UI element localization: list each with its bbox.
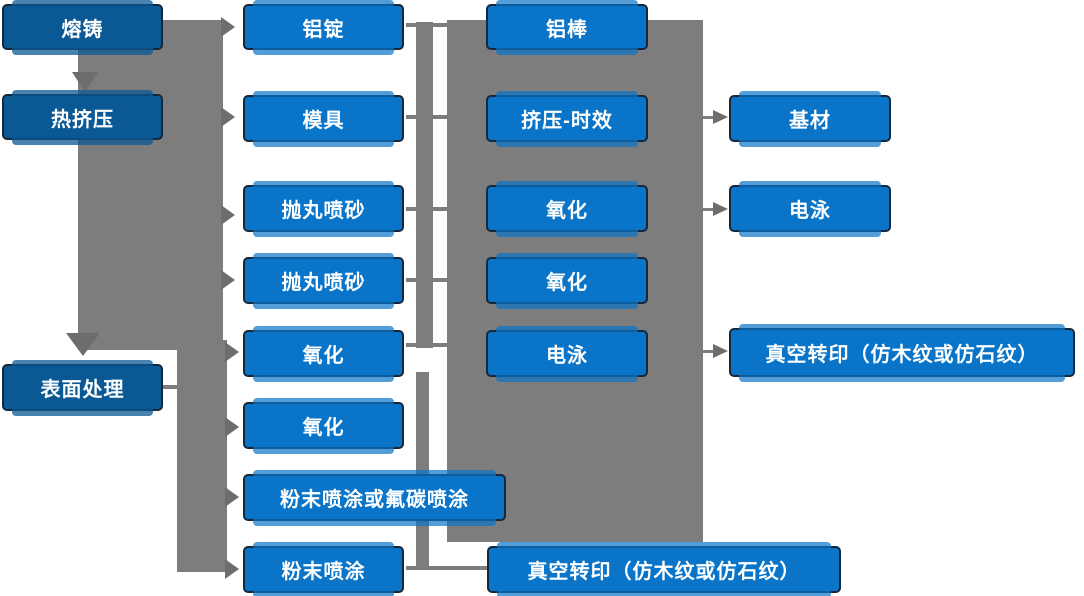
node-melting-casting: 熔铸 [2,0,163,55]
node-vacuum-transfer-1: 真空转印（仿木纹或仿石纹） [487,542,841,596]
node-powder-coating: 粉末喷涂 [243,542,404,596]
node-oxidation-1: 氧化 [243,326,404,382]
arrow-down-icon [66,333,100,356]
arrow-right-icon [221,205,235,225]
arrow-right-icon [221,107,235,127]
node-vacuum-transfer-2: 真空转印（仿木纹或仿石纹） [729,324,1075,382]
connector-surface-band [177,340,227,572]
node-electrophoresis-2: 电泳 [729,181,891,237]
link-mold-extrusion [406,115,447,119]
shaft-to-vacuum-transfer [703,350,715,353]
node-shot-blasting-2: 抛丸喷砂 [243,253,404,309]
node-base-material: 基材 [729,91,891,147]
node-shot-blasting-1: 抛丸喷砂 [243,181,404,237]
link-surface-band [163,385,180,389]
node-aluminum-ingot: 铝锭 [243,0,404,55]
node-extrusion-aging: 挤压-时效 [486,91,648,147]
node-oxidation-2: 氧化 [243,398,404,454]
arrow-right-icon [225,417,239,437]
link-powder-vacuum [406,566,488,570]
node-electrophoresis-1: 电泳 [486,326,648,382]
arrow-down-icon [72,72,98,92]
connector-left-main-band [78,20,223,350]
arrow-right-icon [225,487,239,507]
arrow-right-icon [713,110,728,124]
arrow-right-icon [225,342,239,362]
link-blast2-oxidation [406,278,447,282]
node-surface-treatment: 表面处理 [2,360,163,416]
node-oxidation-3: 氧化 [486,181,648,237]
arrow-right-icon [713,202,728,216]
shaft-to-base-material [703,116,715,119]
node-powder-or-fluorocarbon-coating: 粉末喷涂或氟碳喷涂 [243,470,506,526]
link-ingot-rod [406,23,447,27]
node-aluminum-rod: 铝棒 [486,0,648,55]
node-oxidation-4: 氧化 [486,253,648,309]
connector-mid-band-upper [416,22,433,348]
arrow-right-icon [221,17,235,37]
arrow-right-icon [713,344,728,358]
arrow-right-icon [221,270,235,290]
node-mold: 模具 [243,91,404,147]
node-hot-extrusion: 热挤压 [2,90,163,145]
link-blast1-oxidation [406,207,447,211]
arrow-right-icon [225,559,239,579]
link-oxidation-electro [406,343,447,347]
shaft-to-electrophoresis [703,208,715,211]
